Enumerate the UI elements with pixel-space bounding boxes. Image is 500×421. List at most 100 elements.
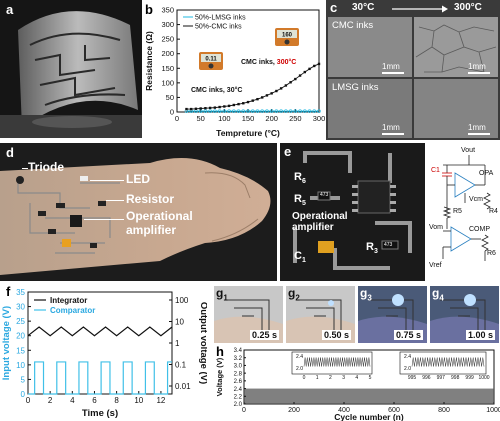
data-point: [204, 107, 207, 110]
data-point: [317, 109, 321, 113]
y-tick-label: 200: [161, 49, 174, 58]
meter-300c-screen: [277, 30, 297, 38]
flexible-circuit-illustration: [0, 11, 142, 138]
data-point: [246, 100, 250, 104]
frame-label: g3: [360, 286, 372, 303]
circuit-schematic: Vout C1 OPA Vcm R5 R4 Vom COMP R6 Vref: [429, 147, 498, 269]
x-tick-label: 800: [438, 407, 450, 414]
scale-bar-4: [468, 133, 490, 135]
y-tick-label: 2.6: [234, 379, 243, 385]
schematic-vref: Vref: [429, 262, 442, 269]
y-tick-label: 0: [21, 390, 26, 399]
inset-x-tick-label: 1000: [478, 375, 489, 381]
x-axis-label: Tempreture (°C): [216, 128, 280, 138]
data-point: [288, 109, 293, 113]
meter-30c-reading: 0.11: [205, 57, 217, 63]
data-point: [237, 102, 240, 106]
data-point: [250, 109, 255, 113]
data-point: [308, 67, 311, 71]
x-tick-label: 12: [156, 396, 165, 405]
temperature-arrow: [392, 5, 448, 13]
y-tick-label: 25: [16, 317, 25, 326]
y-tick-label: 2.4: [234, 387, 243, 393]
inset-y-tick-label: 2.0: [296, 366, 303, 372]
inset-x-tick-label: 996: [422, 375, 431, 381]
panel-label-h: h: [216, 346, 224, 359]
inset-x-tick-label: 4: [355, 375, 358, 381]
label-led: LED: [126, 172, 150, 186]
schematic-r4: R4: [489, 208, 498, 215]
y-right-tick-label: 10: [175, 318, 184, 327]
data-point: [208, 106, 212, 110]
legend-entry: 50%-CMC inks: [195, 24, 242, 31]
x-tick-label: 0: [175, 114, 179, 123]
y-tick-label: 3.0: [234, 364, 243, 370]
panel-label-d: d: [6, 145, 14, 160]
y-tick-label: 35: [16, 288, 25, 297]
legend-entry: Integrator: [50, 296, 87, 305]
data-point: [275, 89, 278, 93]
data-point: [190, 107, 193, 111]
data-point: [265, 109, 269, 113]
data-point: [218, 105, 221, 109]
data-point: [203, 109, 208, 113]
y-right-tick-label: 0.1: [175, 361, 187, 370]
frame-time: 0.25 s: [249, 330, 279, 340]
panel-label-f: f: [6, 284, 11, 299]
x-tick-label: 600: [388, 407, 400, 414]
data-point: [279, 109, 283, 113]
label-lmsg-inks: LMSG inks: [332, 82, 379, 93]
data-point: [185, 107, 188, 111]
frame-label: g4: [432, 286, 444, 303]
label-resistor: Resistor: [126, 192, 175, 206]
micrograph-cmc-300: [414, 17, 498, 77]
y-axis-label: Input voltage (V): [1, 306, 12, 380]
panel-a-photo: a: [0, 0, 142, 138]
legend-entry: Comparator: [50, 306, 95, 315]
circuit-traces: [293, 151, 412, 270]
y-axis-label: Resistance (Ω): [144, 31, 154, 91]
chip-marking-2: 473: [384, 242, 393, 248]
x-tick-label: 200: [288, 407, 300, 414]
label-r3: R3: [366, 241, 378, 256]
y-tick-label: 350: [161, 6, 174, 15]
leader-line-triode: [22, 168, 28, 169]
panel-label-c: c: [330, 0, 338, 15]
x-tick-label: 150: [242, 114, 255, 123]
label-r6: R6: [294, 171, 306, 186]
data-point: [241, 109, 246, 113]
y-tick-label: 30: [16, 303, 25, 312]
data-point: [298, 109, 302, 113]
data-point: [293, 109, 298, 113]
y-tick-label: 2.0: [234, 402, 243, 408]
data-point: [303, 70, 306, 74]
schematic-r6: R6: [487, 250, 496, 257]
inset-y-tick-label: 2.0: [404, 366, 411, 372]
scale-bar-3: [382, 133, 404, 135]
y-tick-label: 300: [161, 20, 174, 29]
inset-x-tick-label: 0: [303, 375, 306, 381]
schematic-c1: C1: [431, 167, 440, 174]
data-point: [256, 97, 259, 101]
temperature-end: 300°C: [454, 2, 482, 13]
x-tick-label: 10: [134, 396, 143, 405]
x-tick-label: 100: [218, 114, 231, 123]
meter-300c-dial: [284, 39, 290, 45]
leader-line-led: [90, 180, 124, 181]
led-frame: g3 0.75 s: [358, 286, 427, 343]
data-point: [227, 104, 231, 108]
label-cmc-inks: CMC inks: [332, 20, 374, 31]
frame-time: 0.75 s: [393, 330, 423, 340]
inset-x-tick-label: 5: [369, 375, 372, 381]
frame-time: 0.50 s: [321, 330, 351, 340]
data-point: [270, 92, 273, 95]
panel-e-circuit: e R6 R5 Operational amplifier C1 R3 473 …: [280, 143, 500, 281]
data-point: [303, 109, 307, 113]
leader-line-opamp: [84, 219, 124, 220]
crack-pattern: [415, 24, 497, 73]
